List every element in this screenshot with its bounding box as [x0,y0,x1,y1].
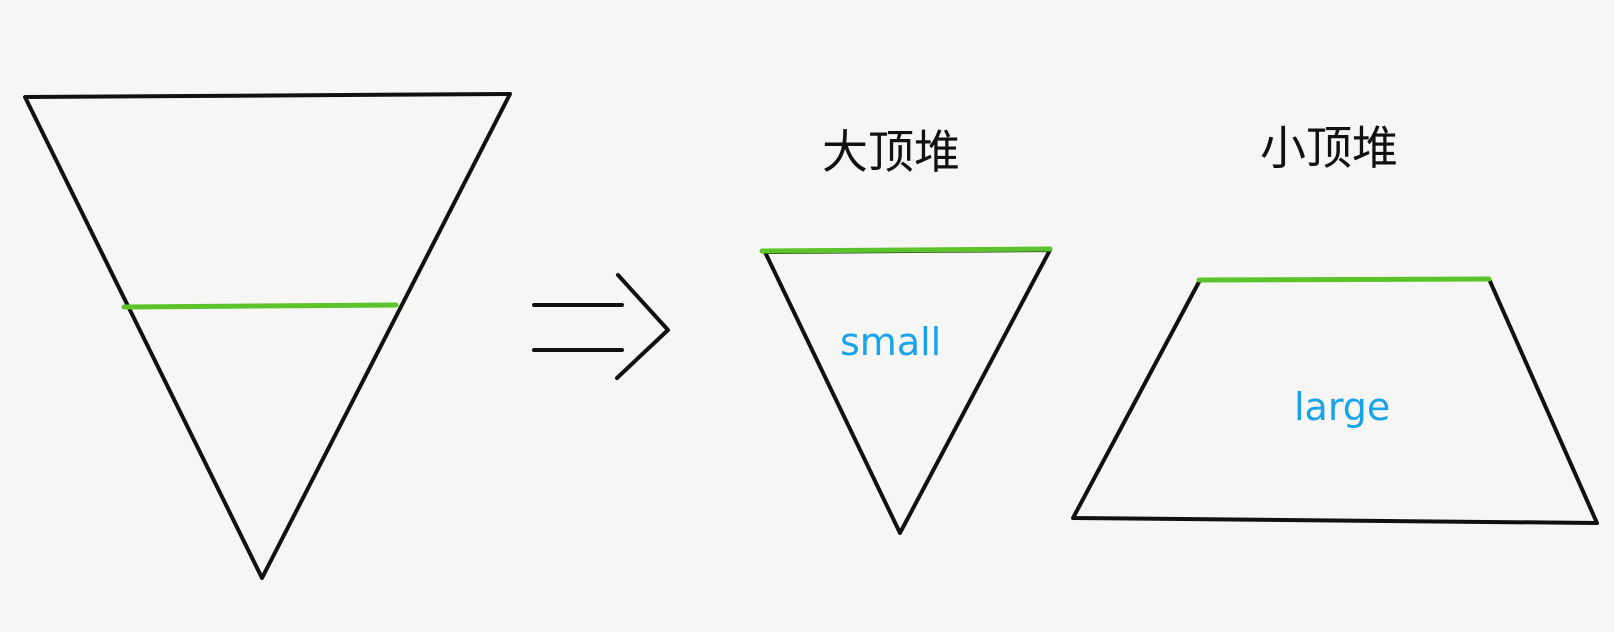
large-label: large [1294,385,1390,429]
split-line-left [121,302,399,310]
max-heap-title: 大顶堆 [822,125,960,179]
small-label: small [840,320,941,364]
arrow-head [615,273,670,380]
full-inverted-triangle [23,92,512,580]
min-heap-title: 小顶堆 [1260,121,1398,175]
split-line-top-small [759,246,1053,254]
small-inverted-triangle [763,248,1052,535]
implies-arrow-icon [532,273,670,380]
split-line-top-large [1196,276,1492,283]
